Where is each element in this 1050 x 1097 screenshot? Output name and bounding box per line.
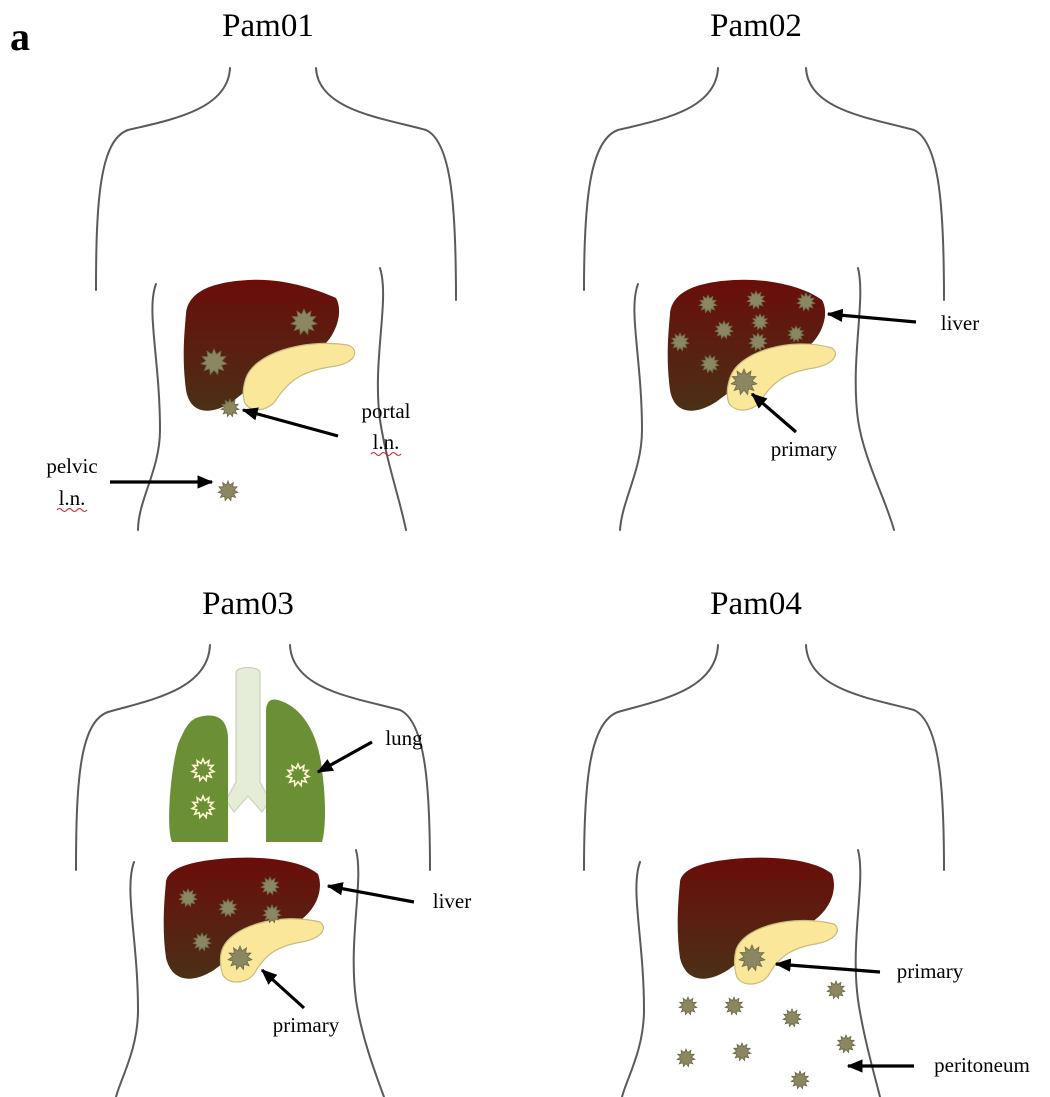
label-portal-line2: l.n. <box>373 430 400 454</box>
body-outline-lower-right <box>856 850 880 1097</box>
tumor-icon <box>725 997 743 1015</box>
arrow-primary <box>776 964 880 972</box>
lung-left <box>169 716 228 842</box>
body-outline-lower-left <box>116 862 138 1097</box>
panel-pam04: Pam04 primary peritoneum <box>584 586 1030 1097</box>
body-outline-upper-left <box>96 68 230 290</box>
tumor-icon <box>791 1071 809 1089</box>
panel-title: Pam01 <box>222 8 314 44</box>
tumor-icon <box>679 997 697 1015</box>
body-outline-upper-right <box>316 68 456 300</box>
trachea <box>226 668 270 813</box>
tumor-icon <box>827 981 845 999</box>
body-outline-lower-right <box>354 850 384 1097</box>
body-outline-upper-left <box>584 68 718 290</box>
panel-pam02: Pam02 liver primary <box>584 8 979 530</box>
label-portal-line1: portal <box>362 399 411 423</box>
tumor-icon <box>218 481 238 501</box>
panel-title: Pam03 <box>202 586 294 622</box>
arrow-primary <box>752 394 796 432</box>
tumor-icon <box>837 1035 855 1053</box>
panel-title: Pam04 <box>710 586 802 622</box>
label-lung: lung <box>385 726 423 750</box>
panel-pam03: Pam03 lung liver primary <box>76 586 471 1097</box>
body-outline-upper-left <box>584 645 718 870</box>
body-outline-lower-left <box>620 284 642 530</box>
tumor-icon <box>677 1049 695 1067</box>
label-primary: primary <box>771 437 838 461</box>
panel-pam01: Pam01 portal l.n. pelvic l.n. <box>46 8 456 530</box>
label-primary: primary <box>897 959 964 983</box>
tumor-icon <box>783 1009 801 1027</box>
arrow-liver <box>328 886 414 902</box>
arrow-liver <box>828 314 916 322</box>
label-peritoneum: peritoneum <box>934 1053 1030 1077</box>
tumor-icon <box>733 1043 751 1061</box>
label-primary: primary <box>273 1013 340 1037</box>
arrow-lung <box>318 742 372 772</box>
arrow-portal <box>243 410 338 436</box>
body-outline-upper-right <box>806 68 944 300</box>
panel-letter: a <box>10 14 30 59</box>
label-pelvic-line2: l.n. <box>59 486 86 510</box>
label-pelvic-line1: pelvic <box>46 454 97 478</box>
arrow-primary <box>262 970 304 1008</box>
label-liver: liver <box>941 311 979 335</box>
label-liver: liver <box>433 889 471 913</box>
body-outline-upper-right <box>806 645 944 870</box>
body-outline-lower-left <box>622 862 644 1097</box>
body-outline-lower-left <box>138 284 160 530</box>
body-outline-lower-right <box>856 268 894 530</box>
panel-title: Pam02 <box>710 8 802 44</box>
